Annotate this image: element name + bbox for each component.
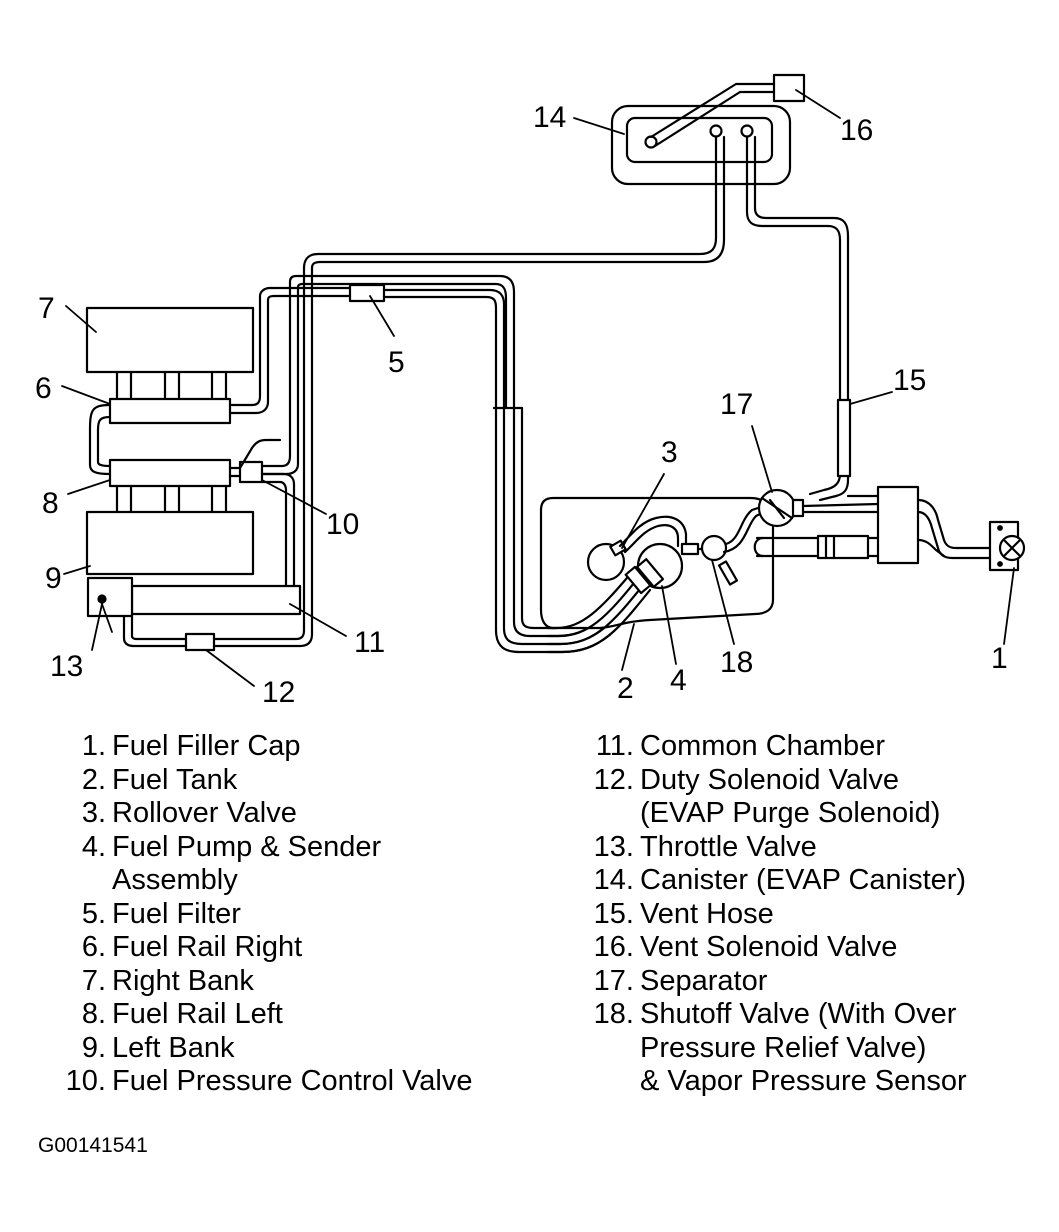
common-chamber	[130, 584, 302, 616]
fuel-evap-system-diagram: 1 2 3 4 5 6 7 8 9 10 11 12 13 14 15 16 1…	[35, 73, 1026, 709]
legend-number: 14.	[593, 864, 634, 896]
legend-number: 3.	[81, 797, 106, 829]
legend-number: 12.	[593, 763, 634, 796]
callout-9: 9	[45, 562, 62, 595]
figure-id: G00141541	[38, 1134, 148, 1157]
callout-7: 7	[38, 292, 55, 325]
callout-17: 17	[720, 388, 753, 421]
legend-item: 12. Duty Solenoid Valve (EVAP Purge Sole…	[584, 764, 1054, 831]
callout-3: 3	[661, 436, 678, 469]
legend-item: 1. Fuel Filler Cap	[56, 730, 556, 764]
legend-item: 16. Vent Solenoid Valve	[584, 931, 1054, 965]
legend-item: 15. Vent Hose	[584, 898, 1054, 932]
legend-text: Separator	[640, 964, 768, 997]
fuel-rail-left	[108, 458, 232, 488]
legend-text: Left Bank	[112, 1031, 235, 1064]
legend-number: 18.	[593, 998, 634, 1030]
legend-text: Fuel Rail Right	[112, 931, 303, 963]
right-bank	[85, 306, 255, 401]
fuel-filter	[348, 283, 386, 303]
duty-solenoid-valve	[184, 632, 216, 652]
legend-item: 3. Rollover Valve	[56, 797, 556, 831]
callout-1: 1	[991, 642, 1008, 675]
legend-number: 8.	[81, 998, 106, 1030]
vent-hose	[745, 135, 842, 496]
legend-text: Vent Solenoid Valve	[640, 931, 898, 963]
legend-item: 17. Separator	[584, 965, 1054, 999]
legend-text: Right Bank	[112, 964, 254, 997]
legend-text: Shutoff Valve (With Over Pressure Relief…	[640, 998, 967, 1097]
callout-10: 10	[326, 508, 359, 541]
legend-item: 2. Fuel Tank	[56, 764, 556, 798]
legend-item: 18. Shutoff Valve (With Over Pressure Re…	[584, 998, 1054, 1099]
leader-lines	[61, 89, 1015, 687]
callout-14: 14	[533, 101, 566, 134]
separator	[757, 488, 805, 528]
legend-text: Fuel Tank	[112, 763, 238, 796]
callout-18: 18	[720, 646, 753, 679]
legend-item: 7. Right Bank	[56, 965, 556, 999]
callout-5: 5	[388, 346, 405, 379]
rollover-valve	[586, 515, 700, 582]
legend-left-column: 1. Fuel Filler Cap 2. Fuel Tank 3. Rollo…	[56, 730, 556, 1099]
canister	[610, 104, 792, 186]
fuel-filler-cap	[988, 520, 1026, 572]
throttle-valve	[86, 576, 134, 618]
legend-number: 5.	[81, 897, 106, 930]
legend-text: Vent Hose	[640, 897, 774, 930]
legend-number: 7.	[81, 964, 106, 997]
legend-item: 11. Common Chamber	[584, 730, 1054, 764]
legend-text: Common Chamber	[640, 730, 885, 762]
legend-item: 4. Fuel Pump & Sender Assembly	[56, 831, 556, 898]
legend-number: 11.	[595, 730, 634, 762]
legend-item: 5. Fuel Filter	[56, 898, 556, 932]
legend-text: Rollover Valve	[112, 797, 297, 829]
legend-item: 10. Fuel Pressure Control Valve	[56, 1065, 556, 1099]
fuel-pressure-control-valve	[238, 460, 264, 484]
legend-number: 13.	[593, 830, 634, 863]
legend-number: 15.	[593, 897, 634, 930]
legend-item: 13. Throttle Valve	[584, 831, 1054, 865]
callout-12: 12	[262, 676, 295, 709]
legend-right-column: 11. Common Chamber 12. Duty Solenoid Val…	[584, 730, 1054, 1099]
legend-item: 9. Left Bank	[56, 1032, 556, 1066]
legend-text: Throttle Valve	[640, 830, 817, 863]
legend-item: 8. Fuel Rail Left	[56, 998, 556, 1032]
vent-solenoid-valve	[649, 73, 806, 148]
callout-labels: 1 2 3 4 5 6 7 8 9 10 11 12 13 14 15 16 1…	[35, 101, 1008, 709]
legend-number: 1.	[81, 730, 106, 762]
legend-text: Fuel Rail Left	[112, 998, 283, 1030]
legend-item: 14. Canister (EVAP Canister)	[584, 864, 1054, 898]
legend-text: Fuel Filler Cap	[112, 730, 301, 762]
callout-6: 6	[35, 372, 52, 405]
legend-number: 10.	[65, 1065, 106, 1097]
callout-11: 11	[354, 626, 385, 659]
legend-number: 6.	[81, 931, 106, 963]
legend-number: 2.	[81, 763, 106, 796]
legend-item: 6. Fuel Rail Right	[56, 931, 556, 965]
callout-8: 8	[42, 487, 59, 520]
callout-4: 4	[670, 664, 687, 697]
callout-16: 16	[840, 114, 873, 147]
callout-2: 2	[617, 672, 634, 705]
fuel-pump-sender-assembly	[624, 542, 684, 595]
legend-text: Fuel Filter	[112, 897, 241, 930]
callout-15: 15	[893, 364, 926, 397]
legend-text: Fuel Pressure Control Valve	[112, 1065, 473, 1097]
callout-13: 13	[50, 650, 83, 683]
legend-number: 17.	[593, 964, 634, 997]
legend-number: 9.	[81, 1031, 106, 1064]
legend-number: 4.	[81, 830, 106, 863]
left-bank	[85, 484, 255, 576]
shutoff-valve	[696, 506, 762, 586]
legend-text: Canister (EVAP Canister)	[640, 864, 967, 896]
legend-text: Fuel Pump & Sender Assembly	[112, 830, 382, 897]
legend-number: 16.	[593, 931, 634, 963]
legend-text: Duty Solenoid Valve (EVAP Purge Solenoid…	[640, 763, 941, 830]
fuel-rail-right	[108, 397, 232, 425]
